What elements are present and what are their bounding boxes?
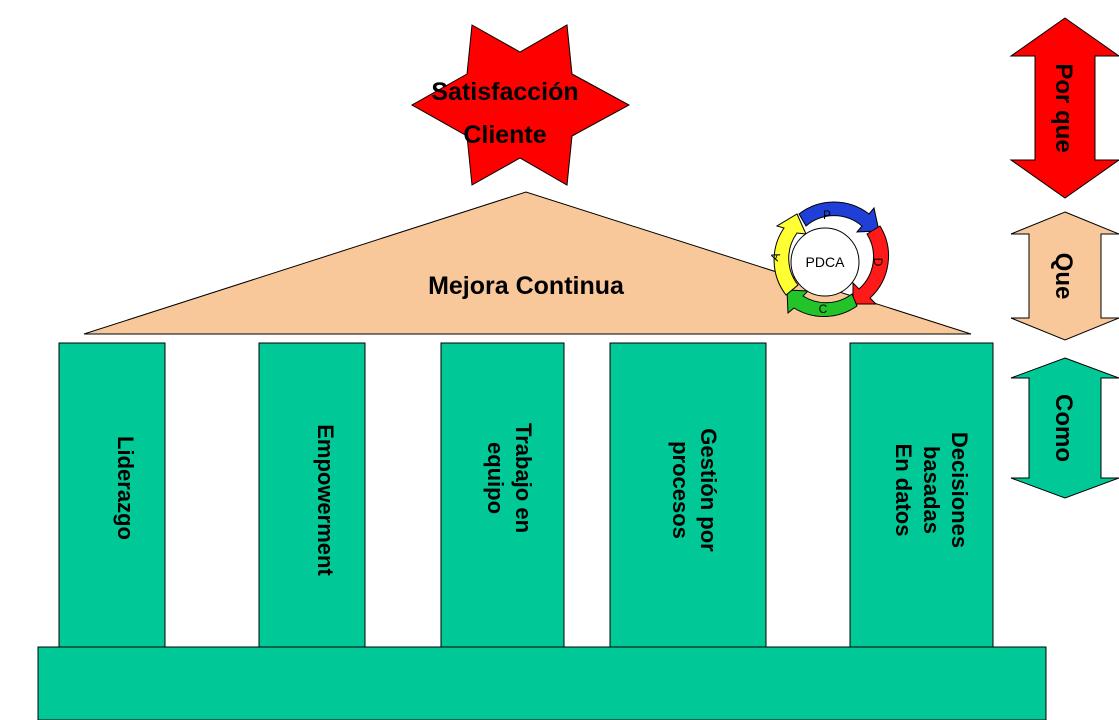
pillar-label-empowerment: Empowerment <box>313 424 338 576</box>
foundation-base <box>37 646 1047 720</box>
customer-satisfaction-star <box>410 24 631 186</box>
arrow-como <box>1010 357 1119 499</box>
pdca-letter-d: D <box>871 258 885 267</box>
pillar-label-trabajo-line1: Trabajo en <box>511 423 536 533</box>
roof-label: Mejora Continua <box>428 272 625 300</box>
pillar-gestion-por-procesos <box>609 342 767 648</box>
arrow-que <box>1010 211 1119 341</box>
pillar-empowerment <box>258 342 366 648</box>
pillar-label-decisiones-line2: basadas <box>919 446 944 534</box>
pillar-label-liderazgo: Liderazgo <box>113 436 138 540</box>
arrow-label-que: Que <box>1050 253 1077 300</box>
pdca-center <box>790 227 860 297</box>
pdca-segment-p <box>798 201 880 233</box>
pillar-label-decisiones-line1: Decisiones <box>947 432 972 548</box>
arrow-label-como: Como <box>1050 394 1077 462</box>
roof-triangle <box>83 191 972 335</box>
pillar-label-gestion-line1: Gestión por <box>696 428 721 552</box>
pdca-segment-a <box>773 213 807 296</box>
pillar-decisiones-basadas-en-datos <box>849 342 994 648</box>
pillar-trabajo-en-equipo <box>440 342 565 648</box>
pillar-label-trabajo-line2: equipo <box>483 442 508 514</box>
star-label-line1: Satisfacción <box>431 78 578 106</box>
arrow-label-por-que: Por que <box>1050 63 1077 152</box>
pdca-cycle: PDCA P D C A <box>767 201 889 318</box>
arrow-por-que <box>1009 17 1119 199</box>
star-label-line2: Cliente <box>463 121 546 149</box>
pillar-liderazgo <box>58 342 166 648</box>
pillar-label-decisiones-line3: En datos <box>891 444 916 537</box>
pdca-letter-c: C <box>819 302 828 316</box>
pdca-center-label: PDCA <box>806 254 846 270</box>
pillar-label-gestion-line2: procesos <box>668 441 693 539</box>
pdca-letter-p: P <box>823 208 831 222</box>
